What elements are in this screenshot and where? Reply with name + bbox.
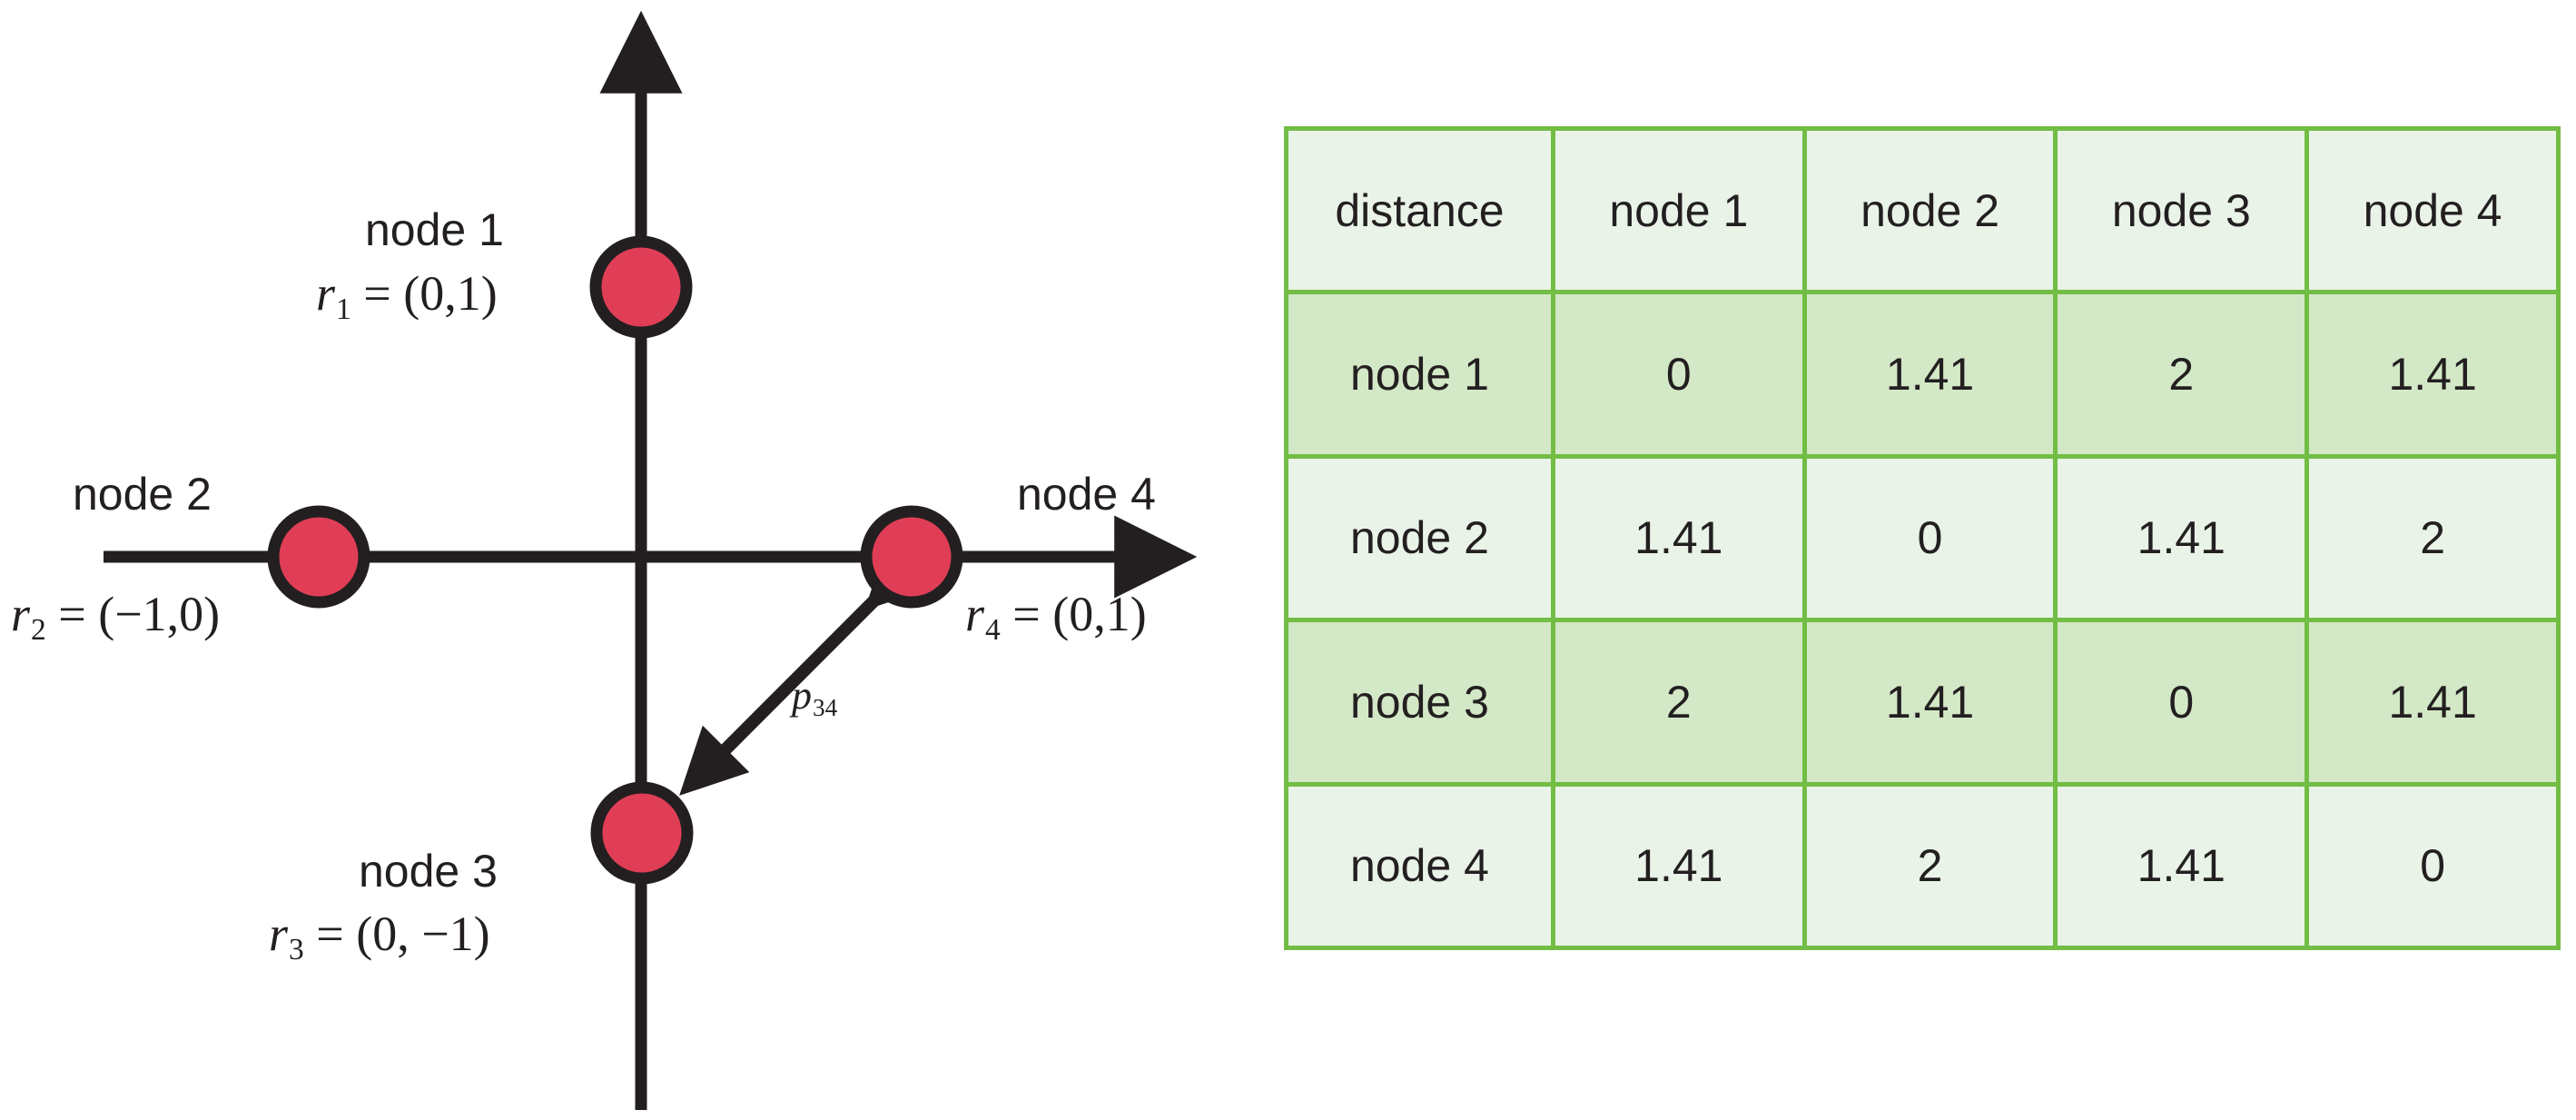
node-3-position-formula: r3 = (0, −1) <box>269 907 490 967</box>
cell-r2c4: 2 <box>2305 453 2561 623</box>
node-1-label: node 1 <box>365 204 504 255</box>
node-2-subscript: 2 <box>31 613 46 648</box>
edge-p34-arrow <box>679 540 935 796</box>
cell-r1c3: 2 <box>2053 290 2310 459</box>
node-4-coords: (0,1) <box>1052 587 1147 641</box>
cell-r4c3: 1.41 <box>2053 781 2310 951</box>
node-1-subscript: 1 <box>336 292 351 327</box>
node-diagram: node 1 r1 = (0,1) node 2 r2 = (−1,0) nod… <box>0 0 1253 1120</box>
node-3-coords: (0, −1) <box>356 907 490 961</box>
cell-r2c1: 1.41 <box>1550 453 1807 623</box>
node-3-marker <box>590 781 694 885</box>
table-row: node 1 0 1.41 2 1.41 <box>1284 290 2561 459</box>
table-row: node 2 1.41 0 1.41 2 <box>1284 453 2561 623</box>
node-3-symbol: r <box>269 907 289 961</box>
cell-r3c1: 2 <box>1550 618 1807 787</box>
node-3-subscript: 3 <box>289 933 304 967</box>
cell-r3c2: 1.41 <box>1801 618 2058 787</box>
node-4-label: node 4 <box>1017 469 1156 520</box>
header-cell-distance: distance <box>1284 125 1555 295</box>
cell-r4c1: 1.41 <box>1550 781 1807 951</box>
node-2-label: node 2 <box>73 469 212 520</box>
node-2-position-formula: r2 = (−1,0) <box>11 587 221 648</box>
distance-matrix-container: distance node 1 node 2 node 3 node 4 nod… <box>1284 125 2561 951</box>
edge-p34-subscript: 34 <box>813 694 838 722</box>
row-label-node-3: node 3 <box>1284 618 1555 787</box>
row-label-node-1: node 1 <box>1284 290 1555 459</box>
node-2-symbol: r <box>11 587 31 641</box>
node-3-label: node 3 <box>359 846 498 897</box>
header-cell-node-4: node 4 <box>2305 125 2561 295</box>
cell-r3c4: 1.41 <box>2305 618 2561 787</box>
cell-r1c1: 0 <box>1550 290 1807 459</box>
cell-r3c3: 0 <box>2053 618 2310 787</box>
node-1-symbol: r <box>316 266 336 321</box>
cell-r1c2: 1.41 <box>1801 290 2058 459</box>
cell-r4c2: 2 <box>1801 781 2058 951</box>
header-cell-node-3: node 3 <box>2053 125 2310 295</box>
distance-matrix-table: distance node 1 node 2 node 3 node 4 nod… <box>1284 125 2561 951</box>
axes-and-nodes <box>104 10 1198 1110</box>
node-4-symbol: r <box>965 587 985 641</box>
node-4-subscript: 4 <box>985 613 1001 648</box>
node-4-position-formula: r4 = (0,1) <box>965 587 1147 648</box>
table-header-row: distance node 1 node 2 node 3 node 4 <box>1284 125 2561 295</box>
node-4-marker <box>860 505 963 609</box>
edge-p34-symbol: p <box>792 673 812 718</box>
header-cell-node-2: node 2 <box>1801 125 2058 295</box>
node-1-coords: (0,1) <box>403 266 498 321</box>
table-row: node 4 1.41 2 1.41 0 <box>1284 781 2561 951</box>
row-label-node-2: node 2 <box>1284 453 1555 623</box>
cell-r4c4: 0 <box>2305 781 2561 951</box>
header-cell-node-1: node 1 <box>1550 125 1807 295</box>
node-1-marker <box>589 235 693 339</box>
node-2-marker <box>267 505 370 609</box>
cell-r2c3: 1.41 <box>2053 453 2310 623</box>
row-label-node-4: node 4 <box>1284 781 1555 951</box>
node-1-position-formula: r1 = (0,1) <box>316 266 498 327</box>
node-2-coords: (−1,0) <box>98 587 221 641</box>
table-row: node 3 2 1.41 0 1.41 <box>1284 618 2561 787</box>
edge-p34-label: p34 <box>792 672 837 722</box>
cell-r2c2: 0 <box>1801 453 2058 623</box>
cell-r1c4: 1.41 <box>2305 290 2561 459</box>
